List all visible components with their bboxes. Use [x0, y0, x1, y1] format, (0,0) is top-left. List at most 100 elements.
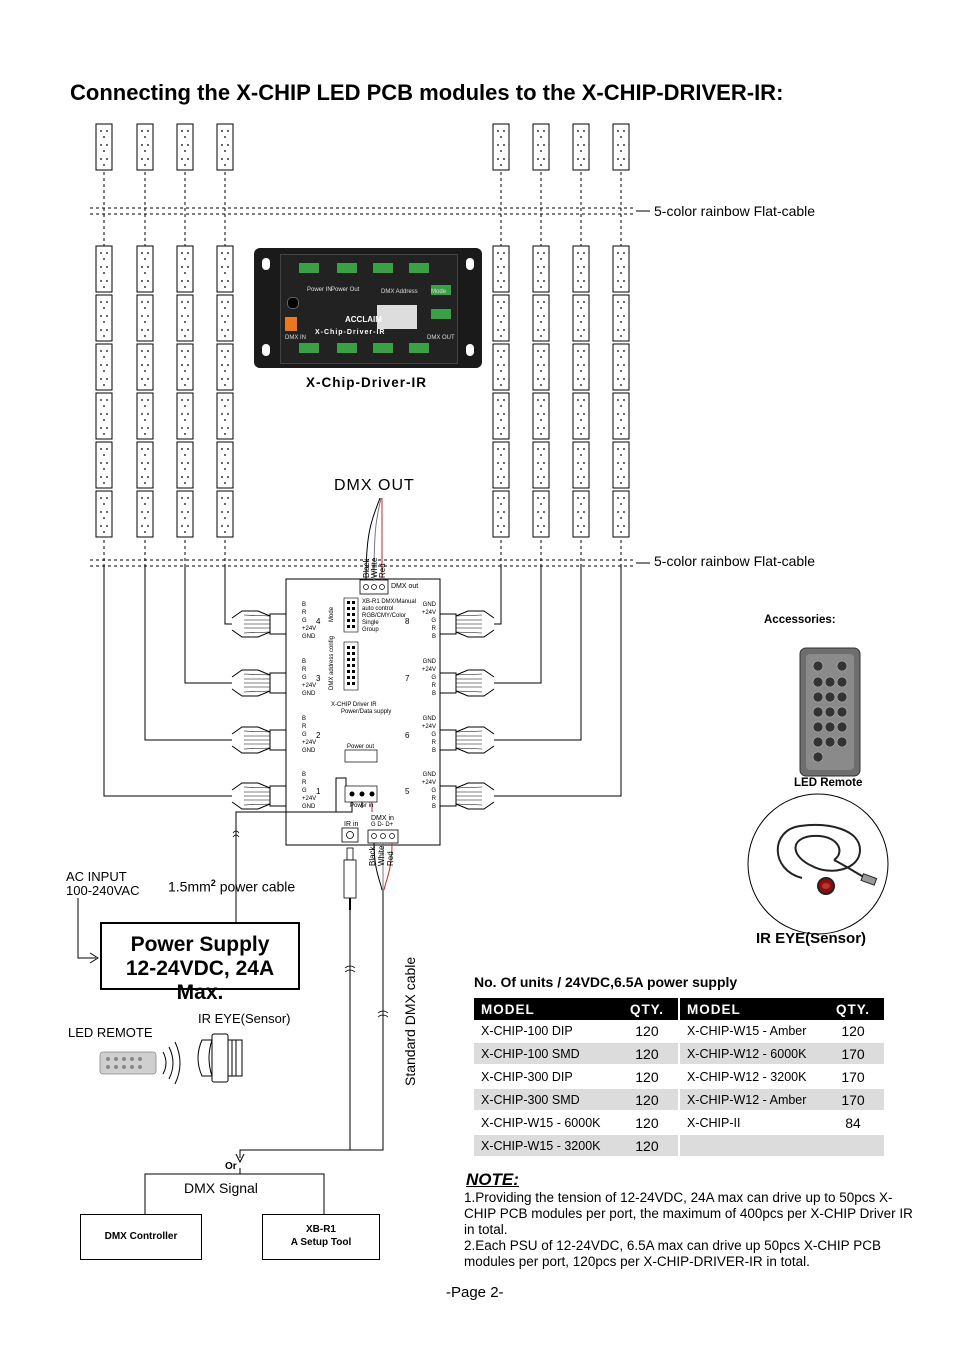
page-number: -Page 2-	[446, 1284, 504, 1301]
pin-label: R	[302, 780, 307, 786]
table-cell	[822, 1134, 884, 1158]
pin-label: +24V	[421, 780, 436, 786]
psu-line2: 12-24VDC, 24A Max.	[125, 957, 275, 1004]
xb-r1-line2: A Setup Tool	[290, 1237, 352, 1248]
pin-label: GND	[422, 659, 436, 665]
table-cell: X-CHIP-W15 - 3200K	[474, 1134, 616, 1158]
pin-label: +24V	[302, 796, 317, 802]
front-dmx-out-label: DMX OUT	[427, 335, 455, 341]
table-row: X-CHIP-W15 - 3200K 120	[474, 1134, 884, 1158]
dmx-address-config-label: DMX address config	[329, 635, 335, 690]
schematic-dmx-out: DMX out	[391, 583, 419, 590]
port-5-pins: GND +24V G R B	[410, 771, 436, 811]
dmx-in-white: White	[377, 845, 386, 866]
front-power-out-label: Power Out	[331, 287, 360, 293]
table-cell: 120	[615, 1088, 679, 1112]
group-label: Group	[362, 627, 379, 633]
note-line1: 1.Providing the tension of 12-24VDC, 24A…	[464, 1190, 913, 1237]
pin-label: G	[431, 788, 436, 794]
pin-label: R	[431, 626, 436, 632]
power-terminal	[285, 317, 297, 331]
pin-label: GND	[302, 691, 316, 697]
pin-label: G	[302, 732, 307, 738]
power-in-label: Power in	[350, 803, 374, 809]
port-6-pins: GND +24V G R B	[410, 715, 436, 755]
table-cell: X-CHIP-300 SMD	[474, 1088, 616, 1112]
col-model-2: MODEL	[677, 998, 822, 1020]
terminal-block	[373, 343, 393, 353]
table-row: X-CHIP-300 SMD 120 X-CHIP-W12 - Amber 17…	[474, 1088, 884, 1112]
dmx-out-label: DMX OUT	[334, 477, 415, 494]
power-cable-label: 1.5mm2 power cable	[168, 878, 295, 895]
power-out-label: Power out	[347, 744, 375, 750]
table-row: X-CHIP-100 DIP 120 X-CHIP-W15 - Amber 12…	[474, 1020, 884, 1043]
schematic-device-sub: Power/Data supply	[341, 709, 392, 715]
pin-label: R	[431, 796, 436, 802]
pin-label: R	[302, 667, 307, 673]
pin-label: G	[302, 675, 307, 681]
table-cell: X-CHIP-W15 - Amber	[677, 1020, 822, 1043]
port-8-pins: GND +24V G R B	[410, 601, 436, 641]
port-1-number: 1	[316, 787, 321, 796]
pin-label: R	[431, 740, 436, 746]
port-6-number: 6	[405, 731, 410, 740]
port-7-number: 7	[405, 674, 410, 683]
pin-label: +24V	[421, 724, 436, 730]
pin-label: +24V	[302, 740, 317, 746]
port-4-pins: B R G +24V GND	[302, 601, 316, 641]
table-cell: X-CHIP-100 SMD	[474, 1042, 616, 1066]
power-cable-sup: 2	[210, 878, 216, 888]
col-qty-2: QTY.	[822, 998, 884, 1020]
port-4-number: 4	[316, 617, 321, 626]
col-model-1: MODEL	[474, 998, 616, 1020]
units-table: MODEL QTY. MODEL QTY. X-CHIP-100 DIP 120…	[474, 998, 884, 1158]
note-title: NOTE:	[466, 1170, 519, 1189]
dmx-in-pins: G D- D+	[371, 822, 394, 828]
page-title: Connecting the X-CHIP LED PCB modules to…	[70, 80, 784, 105]
ir-jack	[287, 297, 299, 309]
terminal-block	[299, 263, 319, 273]
table-cell: 120	[615, 1042, 679, 1066]
mode-label: Mode	[329, 606, 335, 622]
auto-control-label: auto control	[362, 606, 394, 612]
table-row: X-CHIP-300 DIP 120 X-CHIP-W12 - 3200K 17…	[474, 1065, 884, 1089]
pin-label: B	[431, 691, 436, 697]
port-3-number: 3	[316, 674, 321, 683]
rgb-color-label: RGB/CMY/Color	[362, 613, 407, 619]
pin-label: B	[431, 634, 436, 640]
port-7-pins: GND +24V G R B	[410, 658, 436, 698]
note-line2: 2.Each PSU of 12-24VDC, 6.5A max can dri…	[464, 1238, 881, 1269]
table-cell	[677, 1134, 822, 1158]
col-qty-1: QTY.	[615, 998, 679, 1020]
mount-hole-icon	[466, 344, 474, 356]
table-row: X-CHIP-100 SMD 120 X-CHIP-W12 - 6000K 17…	[474, 1042, 884, 1066]
port-3-pins: B R G +24V GND	[302, 658, 316, 698]
table-cell: X-CHIP-W12 - Amber	[677, 1088, 822, 1112]
table-cell: 120	[822, 1020, 884, 1043]
port-2-pins: B R G +24V GND	[302, 715, 316, 755]
pin-label: G	[431, 675, 436, 681]
terminal-block	[431, 309, 451, 319]
terminal-block	[409, 343, 429, 353]
front-power-in-label: Power IN	[307, 287, 332, 293]
pin-label: G	[302, 618, 307, 624]
port-5-number: 5	[405, 787, 410, 796]
front-mode-label: Mode	[431, 289, 447, 295]
terminal-block	[299, 343, 319, 353]
table-cell: X-CHIP-100 DIP	[474, 1020, 616, 1043]
pin-label: +24V	[421, 667, 436, 673]
port-2-number: 2	[316, 731, 321, 740]
note-body: 1.Providing the tension of 12-24VDC, 24A…	[464, 1190, 924, 1270]
led-remote-accessory-label: LED Remote	[794, 777, 863, 789]
power-cable-suffix: power cable	[219, 878, 296, 895]
terminal-block	[409, 263, 429, 273]
port-8-number: 8	[405, 617, 410, 626]
dmx-controller-box: DMX Controller	[80, 1214, 202, 1260]
table-cell: X-CHIP-W12 - 3200K	[677, 1065, 822, 1089]
front-dmx-address-label: DMX Address	[381, 289, 418, 295]
power-supply-box: Power Supply 12-24VDC, 24A Max.	[100, 922, 300, 1004]
or-label: Or	[225, 1161, 237, 1172]
table-cell: X-CHIP-300 DIP	[474, 1065, 616, 1089]
table-cell: 84	[822, 1111, 884, 1135]
